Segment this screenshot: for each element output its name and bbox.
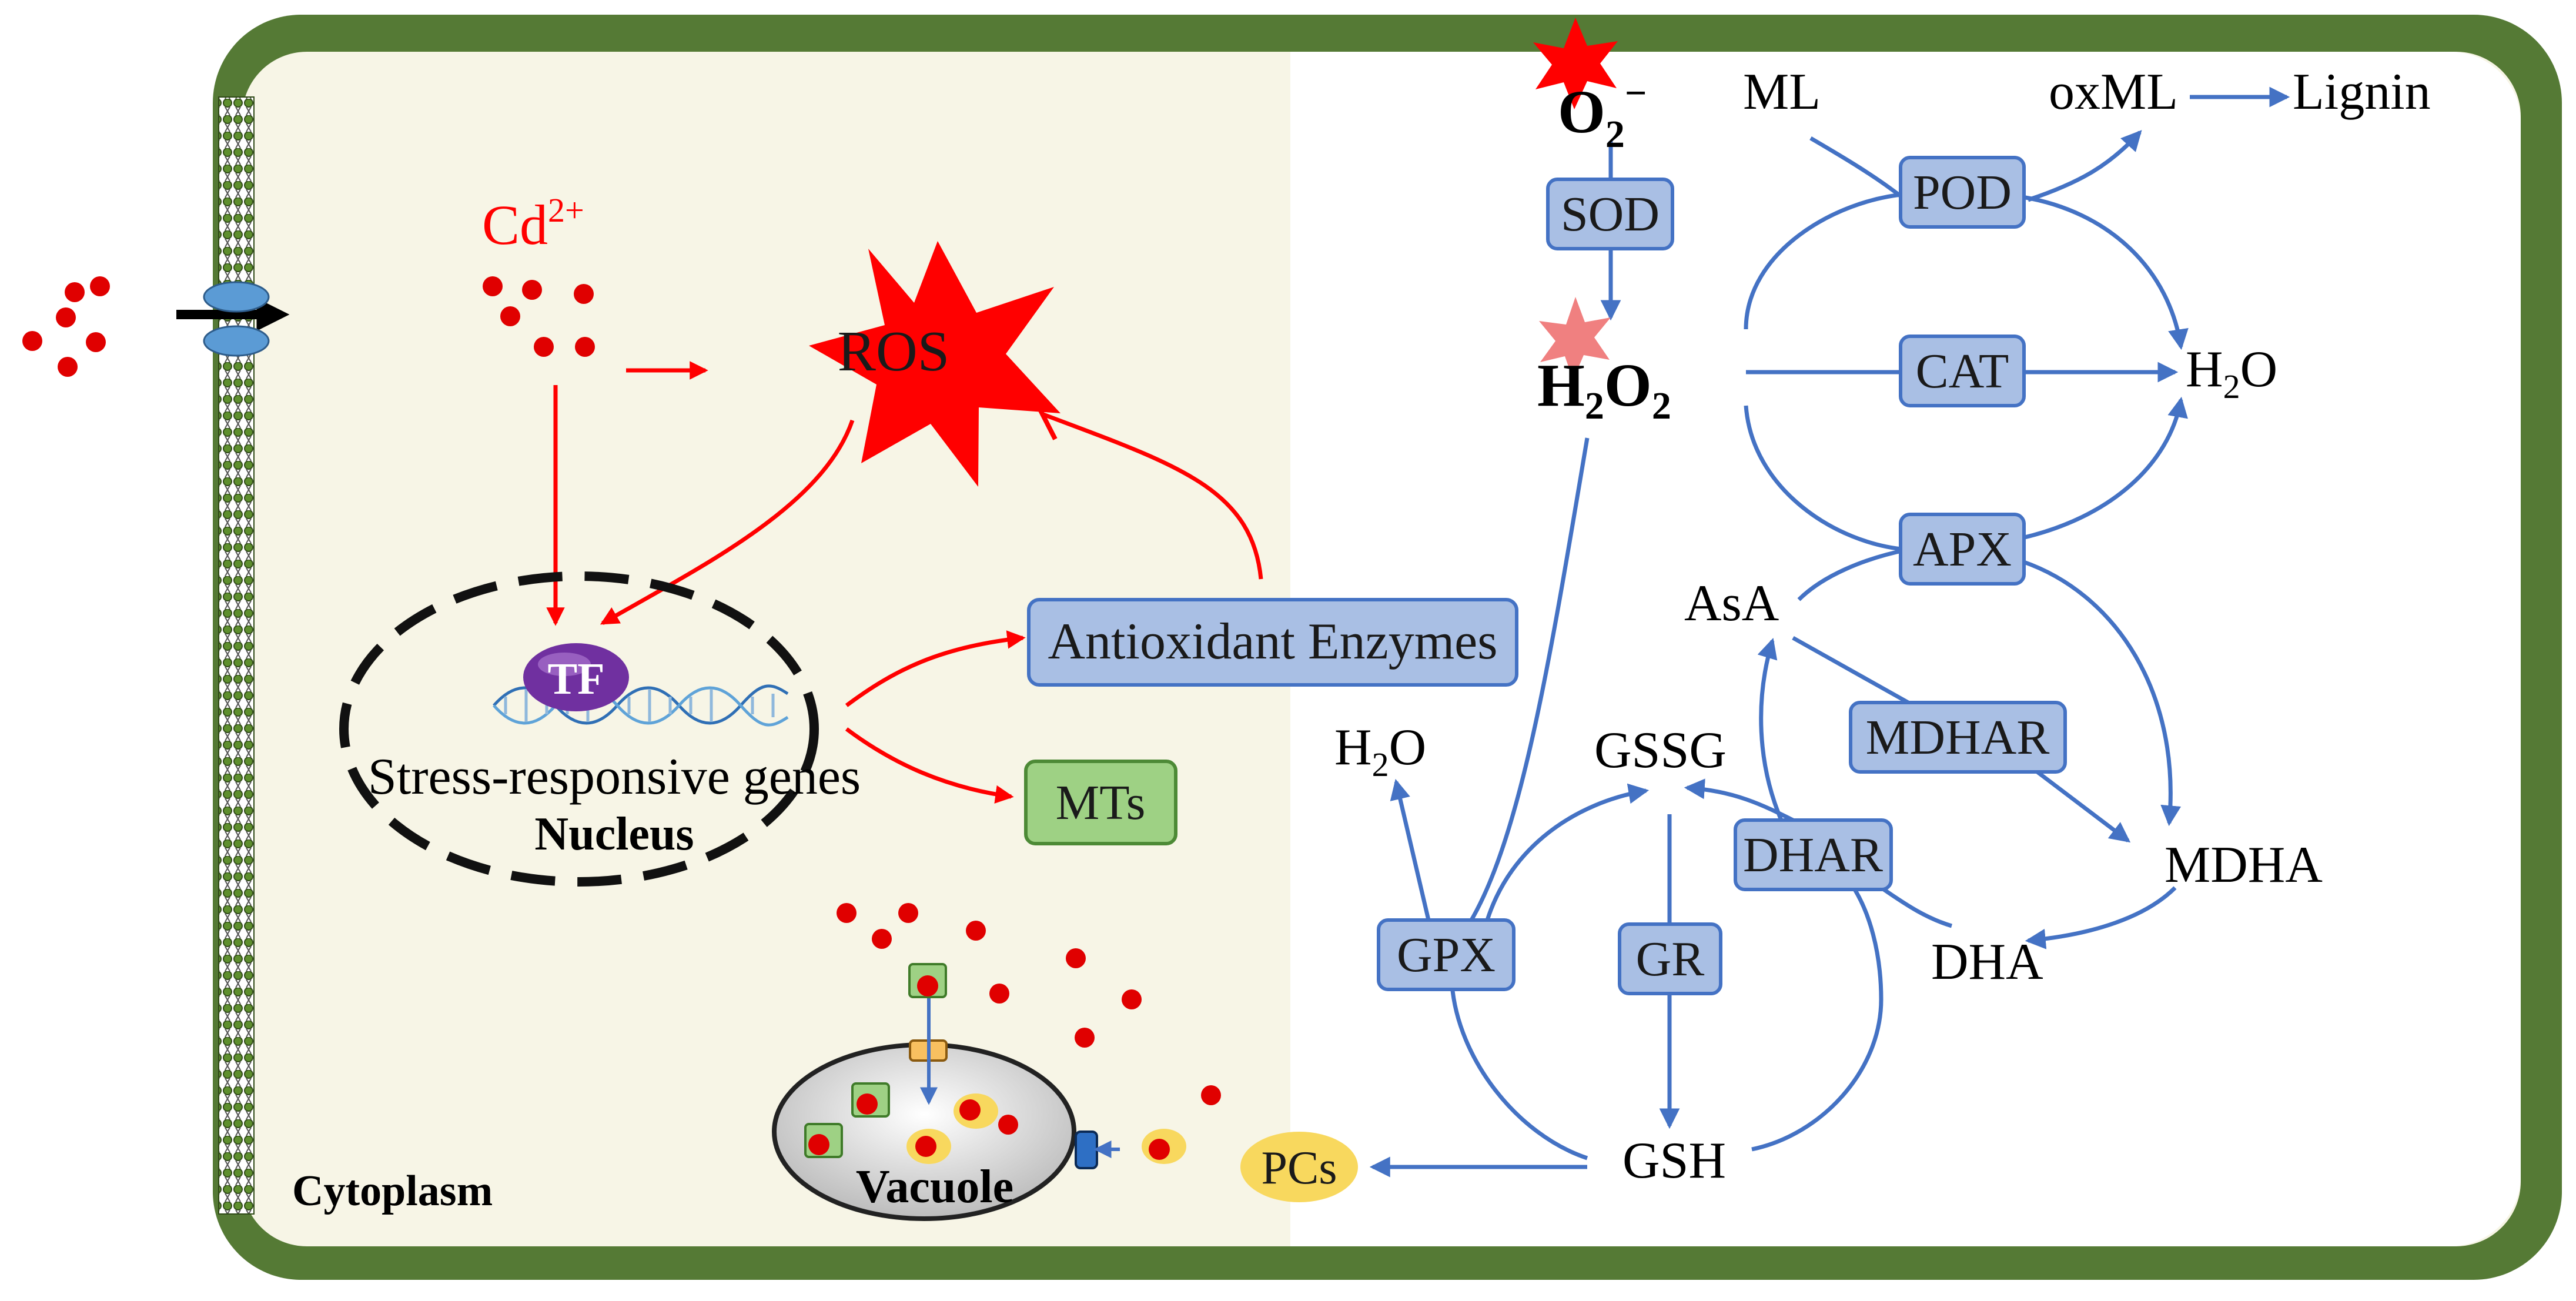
svg-text:APX: APX — [1913, 522, 2012, 577]
nucleus — [339, 571, 819, 887]
ros-label: ROS — [838, 320, 950, 383]
mdha-label: MDHA — [2164, 837, 2323, 894]
pcs-blob — [1240, 1132, 1358, 1202]
svg-text:MDHAR: MDHAR — [1866, 710, 2050, 765]
oxml-label: oxML — [2049, 63, 2178, 121]
pod-box — [1899, 156, 2026, 229]
svg-text:GPX: GPX — [1397, 928, 1496, 982]
ros-to-nucleus-arrow — [600, 419, 855, 626]
antioxidant-inhibits-ros — [1042, 412, 1263, 580]
free-cd-ions — [837, 903, 1221, 1135]
pcs-label: PCs — [1262, 1142, 1337, 1194]
membrane-transporter-bottom — [203, 325, 270, 357]
svg-text:MTs: MTs — [1056, 775, 1146, 830]
cd-ion-label: Cd2+ — [482, 191, 584, 256]
water-label-left: H2O — [1334, 719, 1426, 784]
tf-label: TF — [547, 654, 604, 704]
sod-box — [1546, 178, 1674, 250]
h2o2-burst — [1539, 297, 1611, 380]
mdhar-box — [1849, 701, 2067, 774]
genes-to-mts-arrow — [845, 727, 1014, 804]
mts-box — [1024, 760, 1177, 845]
antioxidant-enzymes-box — [1027, 598, 1518, 687]
hydrogen-peroxide-label: H2O2 — [1537, 352, 1671, 427]
gssg-label: GSSG — [1594, 722, 1727, 779]
svg-text:CAT: CAT — [1916, 344, 2009, 399]
cytoplasm-label: Cytoplasm — [292, 1167, 493, 1215]
superoxide-burst — [1533, 18, 1618, 109]
mt-cd-complexes — [804, 963, 947, 1158]
enzyme-boxes: SOD POD CAT APX MDHAR DHAR GR GPX — [1377, 156, 2067, 995]
svg-text:POD: POD — [1913, 165, 2012, 220]
genes-to-antioxidant-arrow — [845, 630, 1026, 707]
nucleus-label: Nucleus — [534, 808, 694, 860]
plasma-membrane — [218, 96, 255, 1215]
dhar-box — [1734, 818, 1893, 891]
svg-text:DHAR: DHAR — [1743, 828, 1883, 882]
svg-text:SOD: SOD — [1561, 187, 1660, 242]
svg-text:Antioxidant Enzymes: Antioxidant Enzymes — [1048, 613, 1498, 670]
extracellular-cd-ions — [22, 276, 110, 377]
stress-genes-label: Stress-responsive genes — [368, 748, 861, 805]
gpx-box — [1377, 918, 1516, 991]
gsh-label: GSH — [1622, 1132, 1726, 1189]
superoxide-label: O2− — [1558, 72, 1647, 156]
asa-label: AsA — [1684, 575, 1779, 632]
vacuole-label: Vacuole — [856, 1161, 1013, 1213]
membrane-transporter-top — [203, 281, 270, 313]
cytoplasmic-cd-ions — [483, 276, 595, 357]
vacuole-side-transporter — [1075, 1131, 1098, 1169]
gr-box — [1618, 922, 1722, 995]
ros-burst — [809, 241, 1060, 487]
pc-cd-complexes — [906, 1093, 1186, 1164]
cat-box — [1899, 335, 2026, 407]
ml-label: ML — [1743, 63, 1821, 121]
lignin-label: Lignin — [2293, 63, 2431, 121]
apx-box — [1899, 513, 2026, 586]
dha-label: DHA — [1931, 934, 2043, 991]
water-label-right: H2O — [2186, 341, 2277, 406]
svg-text:GR: GR — [1636, 932, 1705, 986]
